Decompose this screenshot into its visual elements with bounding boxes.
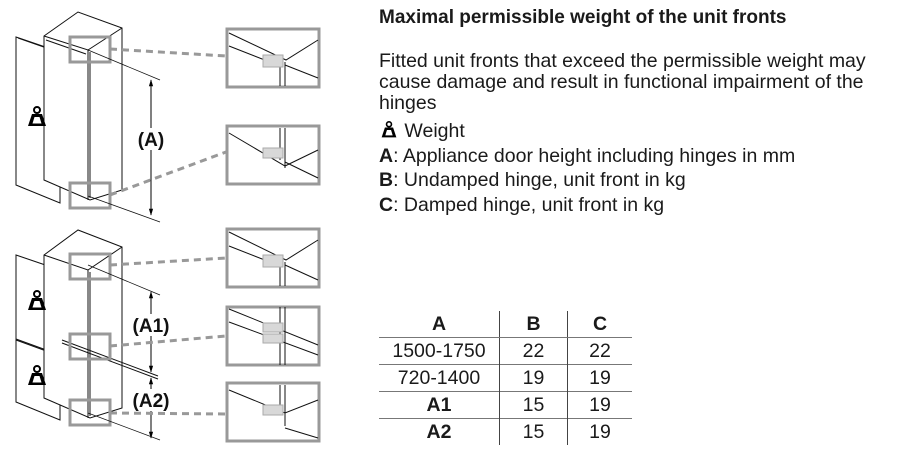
legend-label: : Damped hinge, unit front in kg <box>393 193 665 216</box>
table-cell: 19 <box>567 364 632 392</box>
table-cell: 19 <box>567 391 632 419</box>
legend-label: : Undamped hinge, unit front in kg <box>393 169 686 191</box>
table-cell: A1 <box>379 391 500 419</box>
table-row: A1 15 19 <box>379 391 632 419</box>
table-cell: 19 <box>567 418 632 445</box>
table-row: 720-1400 19 19 <box>379 364 632 392</box>
legend-item-a: A: Appliance door height including hinge… <box>379 144 795 169</box>
detail-bottom-hinge <box>225 124 321 186</box>
legend-label: Weight <box>404 120 465 142</box>
svg-text:(A1): (A1) <box>133 316 170 337</box>
table-cell: 1500-1750 <box>379 337 500 365</box>
appliance-diagram: (A) (A1) (A2) <box>15 11 321 443</box>
detail-top-hinge <box>225 27 321 89</box>
description-text: Fitted unit fronts that exceed the permi… <box>379 50 866 114</box>
table-cell: A2 <box>379 418 500 445</box>
legend-item-b: B: Undamped hinge, unit front in kg <box>379 168 795 193</box>
table-cell: 22 <box>499 337 568 365</box>
table-cell: 19 <box>499 364 568 392</box>
detail-lower-hinge <box>225 381 321 443</box>
svg-text:(A2): (A2) <box>133 391 170 412</box>
legend-key: C <box>379 193 394 216</box>
table-cell: 15 <box>499 418 568 445</box>
table-cell: 22 <box>567 337 632 365</box>
legend-item-weight: Weight <box>379 119 795 144</box>
legend-item-c: C: Damped hinge, unit front in kg <box>379 193 795 218</box>
legend: Weight A: Appliance door height includin… <box>379 119 795 217</box>
column-header: C <box>567 311 632 338</box>
table-header-row: A B C <box>379 311 632 338</box>
table-cell: 15 <box>499 391 568 419</box>
table-cell: 720-1400 <box>379 364 500 392</box>
double-door-appliance <box>15 229 159 421</box>
legend-key: A <box>379 144 394 167</box>
page-title: Maximal permissible weight of the unit f… <box>379 7 787 28</box>
table-row: A2 15 19 <box>379 418 632 445</box>
column-header: A <box>379 311 500 338</box>
detail-middle-hinges <box>225 305 321 367</box>
table-row: 1500-1750 22 22 <box>379 337 632 365</box>
weight-icon <box>381 121 397 138</box>
weight-table: A B C 1500-1750 22 22 720-1400 19 19 A1 … <box>379 311 632 445</box>
svg-text:(A): (A) <box>138 130 164 151</box>
column-header: B <box>499 311 568 338</box>
detail-upper-hinge <box>225 227 321 289</box>
legend-key: B <box>379 169 394 191</box>
legend-label: : Appliance door height including hinges… <box>393 144 796 167</box>
